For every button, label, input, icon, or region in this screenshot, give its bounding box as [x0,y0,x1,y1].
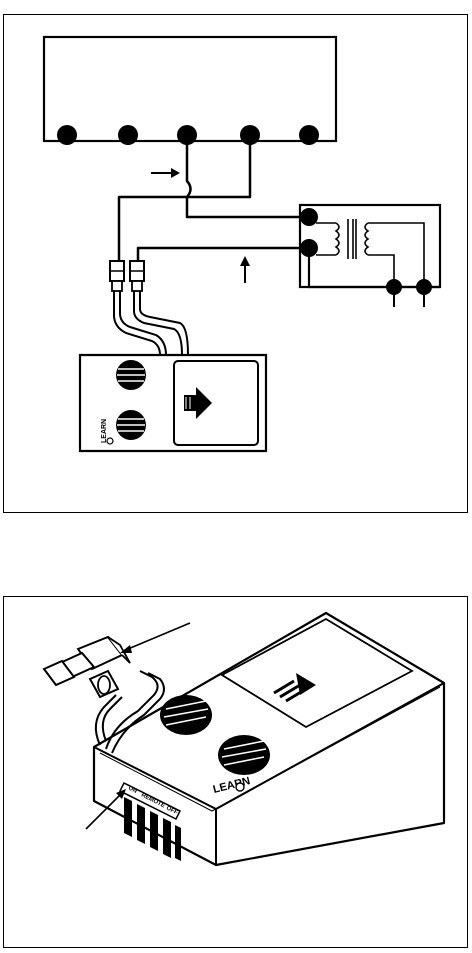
terminal-5 [299,125,319,145]
device-illustration-svg: LEARN ON REMOTE OFF [4,597,469,949]
connector-plugs [44,637,130,697]
connector-plugs [110,261,144,291]
device-cable [114,291,188,355]
wires [119,135,309,273]
callout-arrow-plug [120,623,190,653]
terminal-2 [118,125,138,145]
transformer-terminal-bottom [300,239,318,257]
speaker-grille-top [160,695,212,735]
speaker-grille-bottom [218,735,270,775]
arrow-lower-wire [240,256,250,283]
wiring-diagram-panel: LEARN [3,14,468,513]
device-illustration-panel: LEARN ON REMOTE OFF [3,596,468,948]
arrow-crossover [151,168,180,178]
transformer-terminal-top [300,208,318,226]
speaker-grille-top [116,360,146,390]
wiring-diagram-svg: LEARN [4,15,469,514]
learn-led [107,438,113,444]
receiver-device: LEARN [80,355,266,451]
wire-terminal3-to-transformer [187,135,309,217]
learn-led [236,783,244,791]
speaker-grille-bottom [116,410,146,440]
transformer-box [300,205,440,287]
wire-transformer-to-plug [138,248,309,273]
terminal-1 [57,125,77,145]
opener-terminal-block [44,37,336,141]
